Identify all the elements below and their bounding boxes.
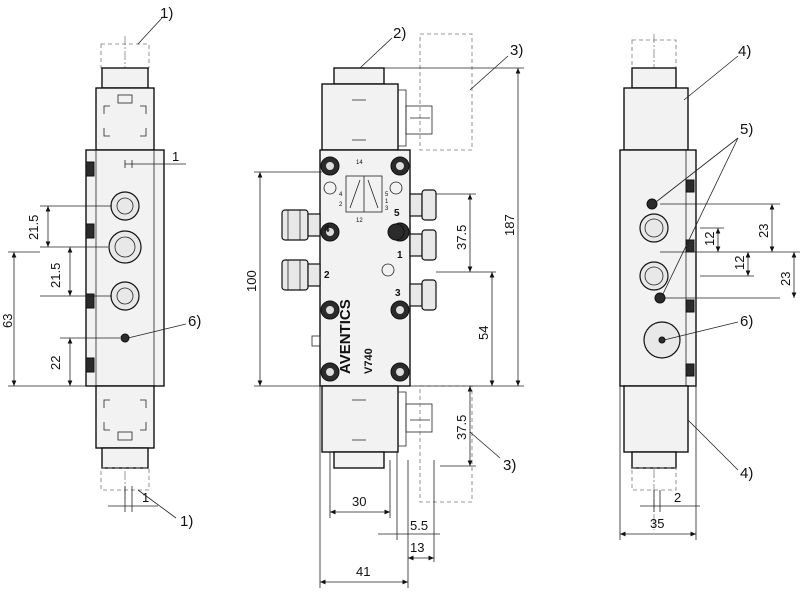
callout-3-bottom: 3) bbox=[503, 457, 516, 474]
center-dim-13: 13 bbox=[410, 540, 424, 555]
callout-5: 5) bbox=[740, 121, 753, 138]
left-valve-body bbox=[85, 149, 165, 387]
center-dim-port-base: 54 bbox=[476, 326, 491, 340]
right-view: 23 12 12 23 2 35 4) 5) 6) 4) bbox=[619, 34, 800, 540]
right-pilot-screw-lower bbox=[654, 292, 666, 304]
fitting-port-4 bbox=[281, 209, 309, 241]
callout-1-bottom: 1) bbox=[180, 513, 193, 530]
port-label-2: 2 bbox=[324, 270, 330, 281]
center-lower-plug bbox=[405, 403, 433, 433]
callout-1-top: 1) bbox=[160, 5, 173, 22]
callout-6-right: 6) bbox=[740, 313, 753, 330]
left-port-middle bbox=[108, 230, 142, 264]
symbol-port-3: 3 bbox=[385, 206, 389, 212]
right-dim-23-upper: 23 bbox=[756, 224, 771, 238]
center-mounting-screws bbox=[320, 156, 410, 382]
center-dim-5-5: 5.5 bbox=[410, 518, 428, 533]
right-dim-2: 2 bbox=[674, 490, 681, 505]
center-dim-body-height: 100 bbox=[244, 270, 259, 292]
callout-4-top: 4) bbox=[738, 43, 751, 60]
model-label: V740 bbox=[363, 348, 375, 374]
port-label-4: 4 bbox=[324, 224, 330, 235]
left-upper-solenoid bbox=[95, 87, 155, 151]
right-pilot-screw-upper bbox=[646, 198, 658, 210]
right-port-lower bbox=[639, 261, 669, 291]
left-dim-override: 22 bbox=[48, 356, 63, 370]
left-bottom-nut bbox=[101, 447, 149, 469]
fitting-port-1 bbox=[409, 233, 423, 257]
center-upper-plug bbox=[405, 105, 433, 135]
right-dim-35: 35 bbox=[650, 516, 664, 531]
brand-label: AVENTICS bbox=[337, 299, 354, 374]
left-dim-spacing-2: 21.5 bbox=[48, 263, 63, 288]
center-upper-solenoid bbox=[321, 83, 399, 151]
center-top-nut bbox=[333, 67, 385, 85]
center-lower-solenoid bbox=[321, 385, 399, 453]
fitting-port-3 bbox=[409, 283, 423, 307]
symbol-port-2: 2 bbox=[339, 202, 343, 208]
right-port-upper bbox=[639, 213, 669, 243]
center-indicator-upper bbox=[323, 181, 337, 195]
center-dim-41: 41 bbox=[356, 564, 370, 579]
left-upper-solenoid-slot bbox=[117, 94, 133, 104]
fitting-port-5 bbox=[409, 193, 423, 217]
symbol-port-4: 4 bbox=[339, 192, 343, 198]
center-view: 14 4 2 5 1 3 12 5 4 1 2 3 AVENTICS V740 bbox=[244, 25, 524, 588]
right-dim-12-lower: 12 bbox=[732, 256, 747, 270]
left-dim-top-offset: 1 bbox=[172, 149, 179, 164]
left-lower-solenoid bbox=[95, 385, 155, 449]
right-bottom-nut bbox=[631, 451, 677, 469]
fitting-port-2 bbox=[281, 259, 309, 291]
left-manual-override bbox=[120, 333, 130, 343]
right-top-nut bbox=[631, 67, 677, 89]
callout-4-bottom: 4) bbox=[740, 465, 753, 482]
right-dim-23-lower: 23 bbox=[778, 272, 793, 286]
center-dim-total-height: 187 bbox=[502, 214, 517, 236]
right-dim-12-upper: 12 bbox=[702, 232, 717, 246]
port-label-5: 5 bbox=[394, 208, 400, 219]
left-dim-bottom-offset: 1 bbox=[142, 490, 149, 505]
left-upper-solenoid-brackets bbox=[103, 105, 147, 137]
left-port-lower bbox=[110, 281, 140, 311]
right-lower-solenoid bbox=[623, 385, 689, 453]
callout-2: 2) bbox=[393, 25, 406, 42]
center-valve-body bbox=[319, 149, 411, 387]
symbol-port-5: 5 bbox=[385, 192, 389, 198]
center-bottom-connector-outline bbox=[419, 385, 473, 503]
left-view: 1 21.5 21.5 22 63 1 1) 6) 1) bbox=[0, 5, 201, 530]
left-side-tab bbox=[85, 161, 95, 177]
left-dim-spacing-1: 21.5 bbox=[26, 215, 41, 240]
center-top-connector-outline bbox=[419, 33, 473, 151]
left-top-nut bbox=[101, 67, 149, 89]
center-bottom-nut bbox=[333, 451, 385, 469]
symbol-port-12: 12 bbox=[356, 218, 363, 224]
callout-6-left: 6) bbox=[188, 313, 201, 330]
left-port-upper bbox=[110, 191, 140, 221]
right-upper-solenoid bbox=[623, 87, 689, 151]
port-label-3: 3 bbox=[395, 288, 401, 299]
center-port-1-screw bbox=[387, 223, 405, 241]
center-dim-plug: 37.5 bbox=[454, 415, 469, 440]
port-label-1: 1 bbox=[397, 250, 403, 261]
callout-3-top: 3) bbox=[510, 42, 523, 59]
symbol-port-1: 1 bbox=[385, 199, 389, 205]
center-dim-30: 30 bbox=[352, 494, 366, 509]
left-dim-total: 63 bbox=[0, 314, 15, 328]
right-side-tab bbox=[685, 179, 695, 193]
center-dim-port-spacing: 37.5 bbox=[454, 225, 469, 250]
symbol-port-14: 14 bbox=[356, 160, 363, 166]
